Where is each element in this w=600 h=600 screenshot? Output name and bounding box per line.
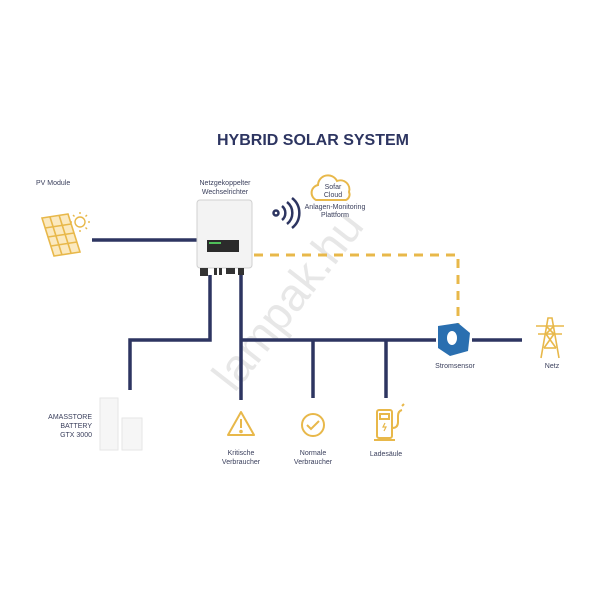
monitoring-dashed-line <box>254 253 460 325</box>
critical-label-1: Kritische <box>228 450 255 457</box>
cloud-label-2: Cloud <box>324 192 342 199</box>
sun-icon <box>70 212 90 232</box>
inverter-label-1: Netzgekoppelter <box>200 180 252 187</box>
solar-panel-icon <box>40 213 82 257</box>
power-tower-icon <box>536 317 564 359</box>
ev-charger-icon <box>374 403 405 441</box>
battery-device <box>99 397 143 451</box>
sensor-label: Stromsensor <box>435 363 475 370</box>
normal-label-2: Verbraucher <box>294 459 333 466</box>
battery-label-1: AMASSTORE <box>48 414 92 421</box>
warning-icon <box>227 411 255 436</box>
diagram-title: HYBRID SOLAR SYSTEM <box>217 132 409 149</box>
cloud-caption-2: Plattform <box>321 212 349 219</box>
wireless-signal-icon <box>272 197 301 229</box>
pv-label: PV Module <box>36 180 70 187</box>
cloud-icon: Sofar Cloud <box>310 174 351 201</box>
normal-label-1: Normale <box>300 450 327 457</box>
inverter-device <box>196 199 253 276</box>
power-lines <box>92 238 522 400</box>
charger-label: Ladesäule <box>370 451 402 458</box>
inverter-battery-line <box>128 275 212 390</box>
critical-label-2: Verbraucher <box>222 459 261 466</box>
inverter-label-2: Wechselrichter <box>202 189 249 196</box>
battery-label-3: GTX 3000 <box>60 432 92 439</box>
check-circle-icon <box>301 413 325 437</box>
current-sensor-icon <box>438 323 470 356</box>
battery-label-2: BATTERY <box>60 423 92 430</box>
cloud-caption-1: Anlagen-Monitoring <box>305 204 366 211</box>
grid-label: Netz <box>545 363 560 370</box>
cloud-label-1: Sofar <box>325 184 342 191</box>
